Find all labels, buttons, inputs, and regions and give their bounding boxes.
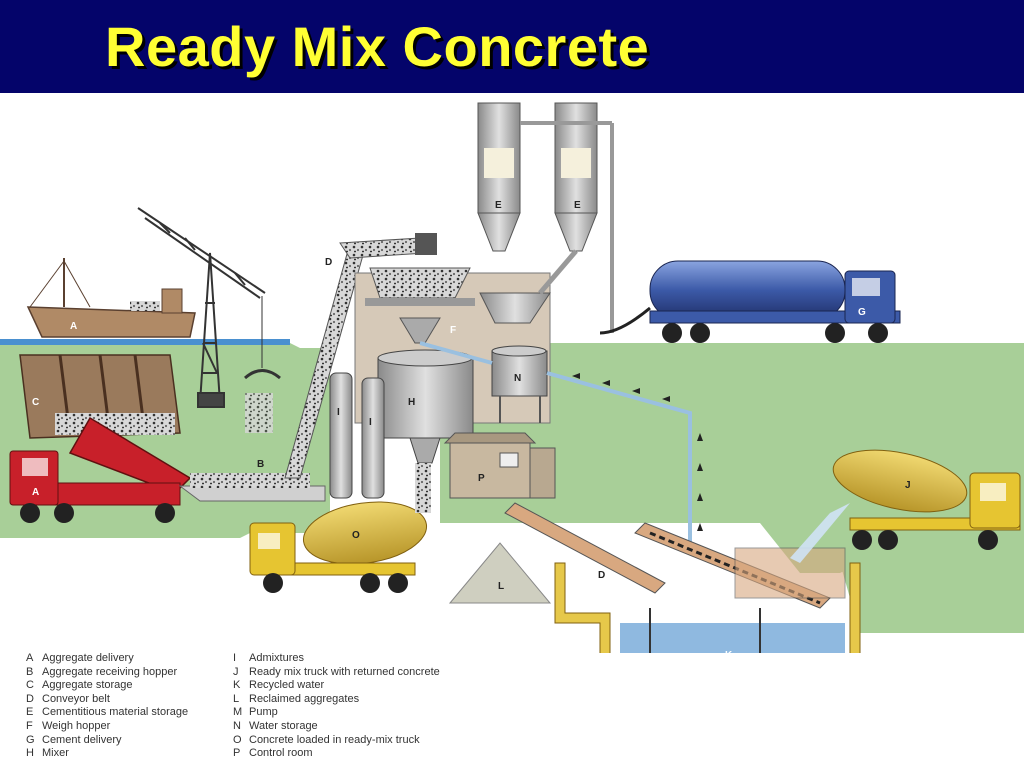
return-arrows (572, 373, 703, 531)
page-title: Ready Mix Concrete (105, 15, 650, 78)
label-i-right: I (369, 417, 372, 428)
cement-silos: E E (477, 102, 614, 333)
label-l: L (498, 581, 504, 592)
water-pipes (419, 341, 692, 543)
label-k: K (725, 650, 733, 653)
ready-mix-truck-returned: J (790, 449, 1021, 563)
label-a-truck: A (32, 487, 39, 498)
label-d-right: D (598, 570, 605, 581)
label-b: B (257, 459, 264, 470)
conveyor-belt-main: D (284, 233, 437, 479)
sea (0, 339, 290, 345)
control-room: P (443, 432, 556, 499)
label-i-left: I (337, 407, 340, 418)
label-e-right: E (574, 200, 581, 211)
admixture-tanks: I I (329, 372, 385, 499)
water-tank: N (491, 345, 548, 423)
ready-mix-truck-loading: O (249, 463, 431, 593)
label-o: O (352, 530, 360, 541)
label-c: C (32, 397, 39, 408)
reclaimer-conveyors: D (504, 502, 846, 609)
mixer: H (377, 349, 474, 464)
label-j: J (905, 480, 911, 491)
label-h: H (408, 397, 415, 408)
recycled-water-pit: K (554, 562, 861, 653)
label-g: G (858, 307, 866, 318)
label-n: N (514, 373, 521, 384)
ship: A (26, 258, 196, 338)
label-e-left: E (495, 200, 502, 211)
plant-diagram: A C A B (0, 102, 1024, 653)
label-a-ship: A (70, 321, 77, 332)
reclaimed-aggregates: L (448, 542, 552, 604)
cement-tanker: G (599, 260, 901, 343)
title-bar (0, 0, 1024, 93)
red-dump-truck: A (9, 416, 192, 523)
label-d-left: D (325, 257, 332, 268)
label-p: P (478, 473, 485, 484)
receiving-hopper: B (178, 459, 326, 502)
label-f: F (450, 325, 456, 336)
crane (137, 207, 281, 408)
crane-gravel (245, 393, 273, 433)
